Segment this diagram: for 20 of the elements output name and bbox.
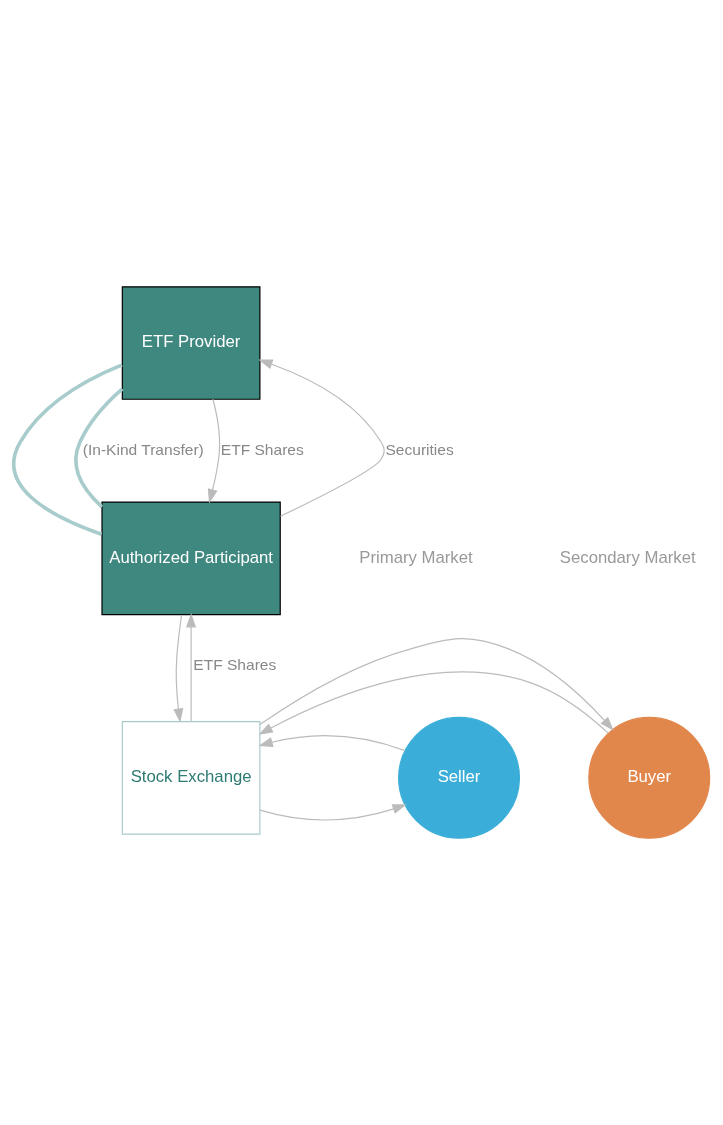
arrow <box>258 359 385 517</box>
arrow <box>259 638 614 731</box>
arrow <box>259 804 407 821</box>
arrow <box>258 735 406 752</box>
label: Primary Market <box>359 547 473 567</box>
arrow <box>173 614 184 723</box>
edge-label: (In-Kind Transfer) <box>82 440 204 458</box>
arrow <box>207 398 221 504</box>
node-circle: Seller <box>398 716 521 839</box>
label: Secondary Market <box>559 547 696 567</box>
edge-label: ETF Shares <box>220 440 304 458</box>
edge-label: ETF Shares <box>193 656 277 674</box>
connector <box>11 363 123 536</box>
node-box: Stock Exchange <box>121 721 261 835</box>
edge-label: Securities <box>385 440 454 458</box>
node-box: Authorized Participant <box>101 501 281 616</box>
node-box: ETF Provider <box>121 286 261 400</box>
arrow <box>258 671 609 735</box>
arrow <box>186 613 197 722</box>
connector <box>74 387 124 509</box>
